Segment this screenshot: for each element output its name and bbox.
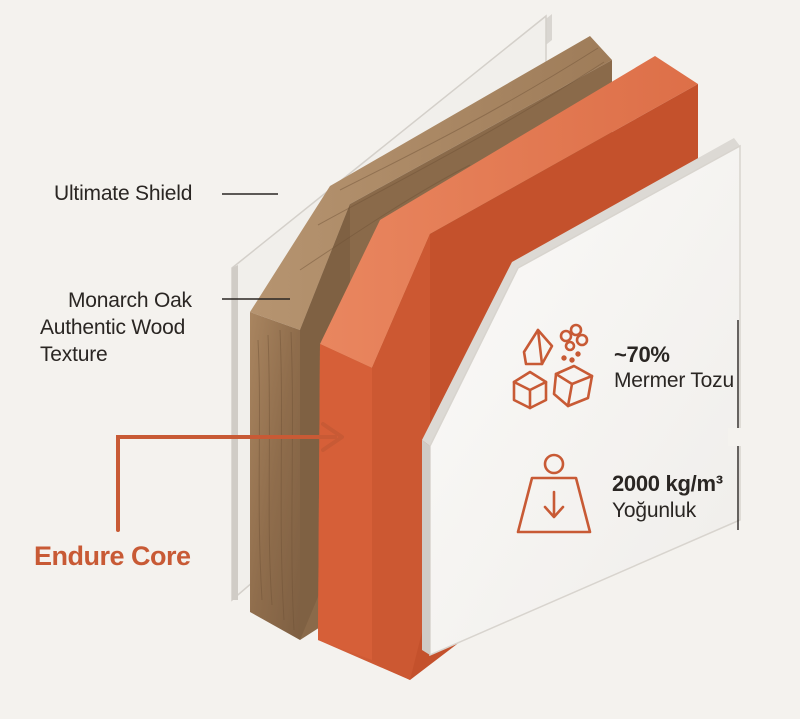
stat-marble-value: ~70% — [614, 342, 670, 367]
stat-marble-caption: Mermer Tozu — [614, 369, 734, 392]
stat-density-caption: Yoğunluk — [612, 499, 697, 522]
label-monarch-oak-line1: Monarch Oak — [68, 289, 192, 312]
label-monarch-oak-line2: Authentic Wood — [40, 316, 186, 339]
label-monarch-oak-line3: Texture — [40, 343, 108, 366]
stat-density-value: 2000 kg/m³ — [612, 471, 723, 496]
core-arrow — [116, 422, 344, 532]
label-endure-core: Endure Core — [34, 541, 191, 571]
label-ultimate-shield: Ultimate Shield — [54, 182, 193, 205]
stat-divider-gap — [728, 428, 750, 446]
